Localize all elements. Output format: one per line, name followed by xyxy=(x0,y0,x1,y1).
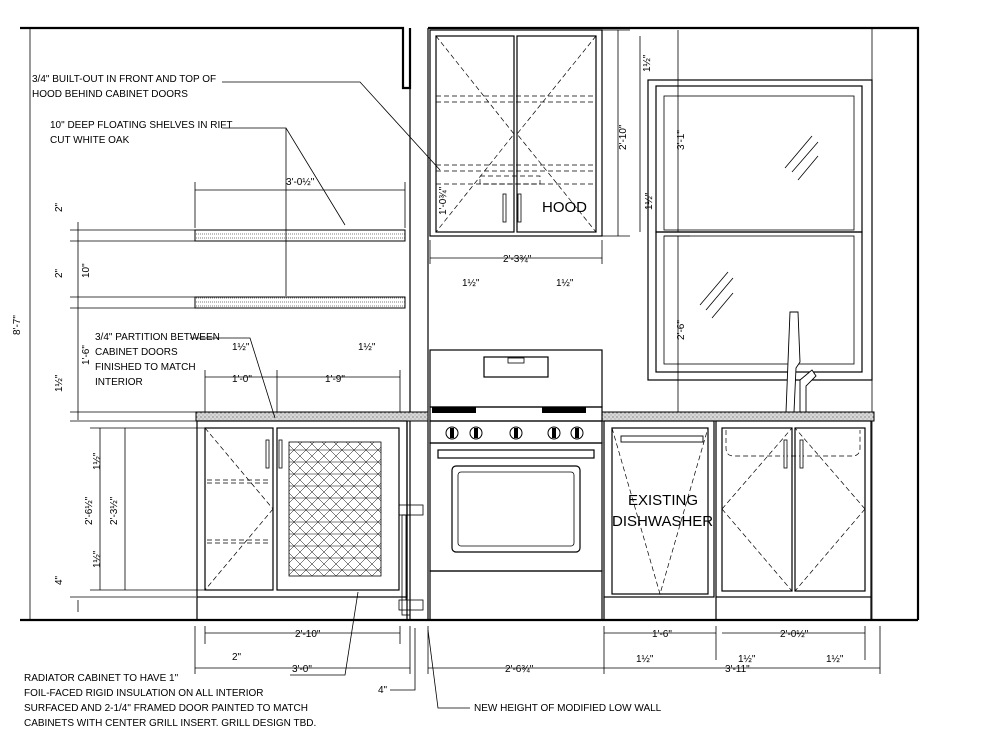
partition-note-line-1: 3/4" PARTITION BETWEEN xyxy=(95,332,220,343)
dim-filler: 2" xyxy=(232,652,242,663)
shelves-note-line-1: 10" DEEP FLOATING SHELVES IN RIFT xyxy=(50,120,233,131)
countertop-right xyxy=(601,411,875,422)
dimension-lines xyxy=(24,27,881,674)
partition-note-line-4: INTERIOR xyxy=(95,377,143,388)
dim-door-width-2: 1'-9" xyxy=(325,374,345,385)
range xyxy=(429,349,603,621)
low-wall-note: NEW HEIGHT OF MODIFIED LOW WALL xyxy=(474,703,662,714)
radiator-detail xyxy=(398,504,424,616)
hood-cabinet xyxy=(429,29,603,237)
left-base-cabinet xyxy=(196,420,408,620)
radiator-note-line-3: SURFACED AND 2-1/4" FRAMED DOOR PAINTED … xyxy=(24,703,308,714)
dim-low-wall: 4" xyxy=(378,685,388,696)
dishwasher-label-line-2: DISHWASHER xyxy=(612,513,713,530)
window xyxy=(647,79,873,381)
dim-hood-top: 1½" xyxy=(642,54,653,72)
dim-sill-height: 2'-6" xyxy=(676,320,687,340)
dim-overall-height: 8'-7" xyxy=(12,315,23,335)
dim-right-total: 3'-11" xyxy=(725,664,750,675)
dim-reveal-2: 1½" xyxy=(738,654,756,665)
range-knobs xyxy=(445,426,584,440)
dim-base-width-1: 2'-10" xyxy=(295,629,321,640)
dim-reveal-right: 1½" xyxy=(358,342,376,353)
dim-range-width: 2'-6¾" xyxy=(505,664,534,675)
dim-hood-width: 2'-3¾" xyxy=(503,254,532,265)
dishwasher-label-line-1: EXISTING xyxy=(628,492,698,509)
countertop-left xyxy=(195,411,429,422)
dim-shelf-thk-2: 2" xyxy=(54,268,65,278)
dim-reveal-top: 1½" xyxy=(92,452,103,470)
dim-shelf-gap: 10" xyxy=(81,263,92,278)
partition-note-line-3: FINISHED TO MATCH xyxy=(95,362,196,373)
hood-note-line-1: 3/4" BUILT-OUT IN FRONT AND TOP OF xyxy=(32,74,216,85)
dim-base-door-height: 2'-3½" xyxy=(109,496,120,525)
dishwasher xyxy=(603,420,715,620)
floating-shelf-lower xyxy=(194,296,406,309)
shelves-note-line-2: CUT WHITE OAK xyxy=(50,135,130,146)
dim-hood-height: 2'-10" xyxy=(618,124,629,150)
dim-toe-kick: 4" xyxy=(54,575,65,585)
dim-base-width-2: 3'-0" xyxy=(292,664,312,675)
dim-hood-bottom: 1½" xyxy=(644,192,655,210)
dim-reveal-bottom: 1½" xyxy=(92,550,103,568)
radiator-note-line-2: FOIL-FACED RIGID INSULATION ON ALL INTER… xyxy=(24,688,263,699)
dim-counter-thk: 1½" xyxy=(54,374,65,392)
floating-shelf-upper xyxy=(194,229,406,242)
dim-base-left-height: 2'-6½" xyxy=(84,496,95,525)
faucet-icon xyxy=(785,311,817,413)
dim-reveal-1: 1½" xyxy=(636,654,654,665)
wall-outline xyxy=(20,26,920,622)
dim-dishwasher-width: 1'-6" xyxy=(652,629,672,640)
dim-hood-front: 1'-0¾" xyxy=(438,186,449,215)
dim-window-height: 3'-1" xyxy=(676,130,687,150)
dim-hood-reveal-left: 1½" xyxy=(462,278,480,289)
hood-note-line-2: HOOD BEHIND CABINET DOORS xyxy=(32,89,188,100)
dim-shelf-thk-1: 2" xyxy=(54,202,65,212)
partition-note-line-2: CABINET DOORS xyxy=(95,347,178,358)
hood-label: HOOD xyxy=(542,199,587,216)
radiator-note-line-1: RADIATOR CABINET TO HAVE 1" xyxy=(24,673,179,684)
sink-base-cabinet xyxy=(715,420,872,620)
radiator-note-line-4: CABINETS WITH CENTER GRILL INSERT. GRILL… xyxy=(24,718,316,729)
dim-shelf-to-counter: 1'-6" xyxy=(81,345,92,365)
dim-reveal-left: 1½" xyxy=(232,342,250,353)
dim-hood-reveal-right: 1½" xyxy=(556,278,574,289)
dim-reveal-3: 1½" xyxy=(826,654,844,665)
dim-shelf-width: 3'-0½" xyxy=(286,177,315,188)
leader-lines xyxy=(190,81,470,709)
dim-sink-width: 2'-0½" xyxy=(780,629,809,640)
dim-door-width-1: 1'-0" xyxy=(232,374,252,385)
